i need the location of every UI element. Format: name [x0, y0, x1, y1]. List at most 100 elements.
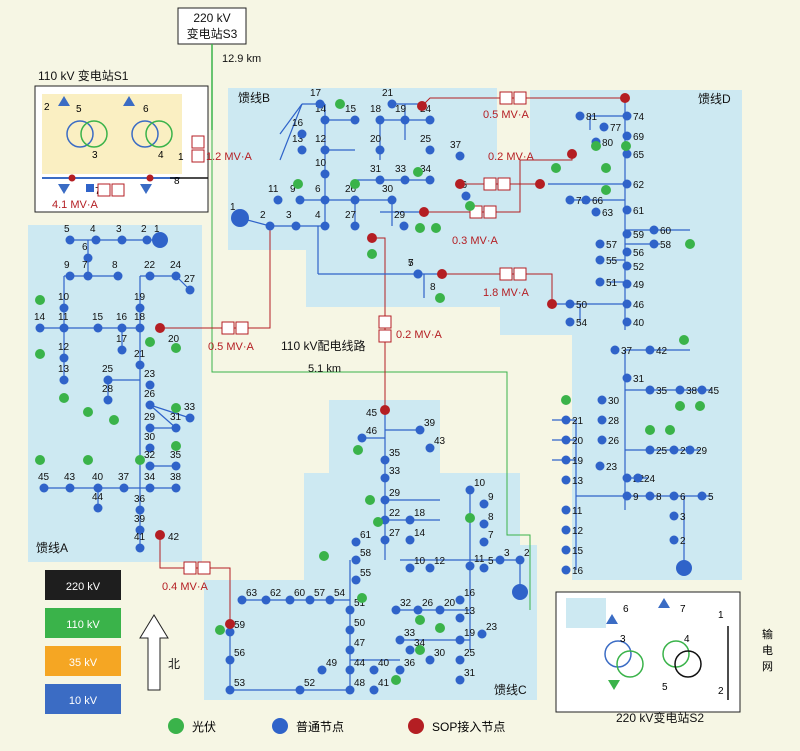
substation-s3: 220 kV 变电站S3 12.9 km — [177, 7, 261, 130]
feeder-a-region — [28, 225, 202, 562]
bus-node — [171, 483, 181, 493]
bus-node — [413, 269, 423, 279]
bus-node — [320, 115, 330, 125]
bus-node — [685, 445, 695, 455]
node-number: 10 — [474, 478, 486, 489]
bus-node — [142, 235, 152, 245]
pv-node — [675, 401, 685, 411]
bus-node — [622, 179, 632, 189]
node-number: 55 — [360, 568, 372, 579]
bus-node — [350, 195, 360, 205]
node-number: 57 — [314, 588, 326, 599]
pv-node — [365, 495, 375, 505]
pv-node — [350, 179, 360, 189]
node-number: 10 — [58, 292, 70, 303]
bus-node — [455, 151, 465, 161]
node-number: 77 — [610, 123, 622, 134]
legend-35-swatch — [45, 646, 121, 676]
pv-node — [679, 335, 689, 345]
pv-node — [665, 425, 675, 435]
bus-node — [380, 535, 390, 545]
node-number: 6 — [680, 492, 686, 503]
bus-node — [387, 195, 397, 205]
bus-node — [595, 239, 605, 249]
node-number: 58 — [660, 240, 672, 251]
node-number: 1 — [154, 224, 160, 235]
bus-node — [565, 195, 575, 205]
node-number: 37 — [118, 472, 130, 483]
node-number: 12 — [315, 134, 327, 145]
bus-node — [515, 555, 525, 565]
bus-node — [83, 253, 93, 263]
bus-node — [297, 145, 307, 155]
bus-node — [479, 537, 489, 547]
bus-node — [622, 111, 632, 121]
normal-node-legend-label: 普通节点 — [296, 720, 344, 734]
sop-bd-mid-label: 0.2 MV·A — [488, 151, 535, 163]
node-number: 31 — [370, 164, 382, 175]
bus-node — [59, 375, 69, 385]
node-number: 27 — [345, 210, 357, 221]
bus-node — [113, 271, 123, 281]
bus-node — [320, 195, 330, 205]
node-number: 37 — [450, 140, 462, 151]
node-number: 5 — [488, 556, 494, 567]
legend-10-swatch — [45, 684, 121, 714]
bus-node — [395, 635, 405, 645]
bus-node — [479, 519, 489, 529]
north-label: 北 — [168, 657, 180, 671]
node-number: 39 — [424, 418, 436, 429]
node-number: 57 — [606, 240, 618, 251]
node-number: 13 — [572, 476, 584, 487]
bus-node — [561, 565, 571, 575]
bus-node — [581, 195, 591, 205]
pv-legend-icon — [168, 718, 184, 734]
normal-node-legend-icon — [272, 718, 288, 734]
bus-node — [295, 195, 305, 205]
sop-bd-low-label: 0.3 MV·A — [452, 235, 499, 247]
bus-node — [171, 423, 181, 433]
bus-node — [295, 685, 305, 695]
node-number: 6 — [82, 242, 88, 253]
node-number: 51 — [606, 278, 618, 289]
bus-node — [649, 225, 659, 235]
sop-node — [419, 207, 429, 217]
sop-bc-label: 0.2 MV·A — [396, 329, 443, 341]
bus-node — [405, 563, 415, 573]
bus-node — [645, 385, 655, 395]
bus-node — [565, 317, 575, 327]
s3-voltage: 220 kV — [193, 11, 230, 25]
bus-node — [265, 221, 275, 231]
feeder-c-region — [204, 400, 537, 700]
bus-node — [345, 685, 355, 695]
feeder-c-label: 馈线C — [494, 683, 527, 697]
bus-node — [599, 122, 609, 132]
pv-node — [83, 455, 93, 465]
node-number: 18 — [414, 508, 426, 519]
pv-node — [465, 513, 475, 523]
bus-node — [669, 491, 679, 501]
node-number: 48 — [354, 678, 366, 689]
bus-node — [380, 455, 390, 465]
node-number: 80 — [602, 138, 614, 149]
pv-node — [551, 163, 561, 173]
node-number: 44 — [354, 658, 366, 669]
pv-node — [293, 179, 303, 189]
bus-node — [225, 627, 235, 637]
s1-node-4: 4 — [158, 150, 164, 161]
bus-node — [425, 443, 435, 453]
sop-devices — [97, 91, 527, 575]
node-number: 58 — [360, 548, 372, 559]
node-number: 54 — [334, 588, 346, 599]
pv-node — [465, 201, 475, 211]
pv-node — [415, 645, 425, 655]
bus-node — [455, 595, 465, 605]
bus-node — [357, 433, 367, 443]
node-number: 5 — [408, 258, 414, 269]
s2-node-4: 4 — [684, 634, 690, 645]
node-number: 26 — [608, 436, 620, 447]
grid-label-3: 网 — [762, 661, 773, 673]
bus-node — [291, 221, 301, 231]
bus-node — [145, 271, 155, 281]
